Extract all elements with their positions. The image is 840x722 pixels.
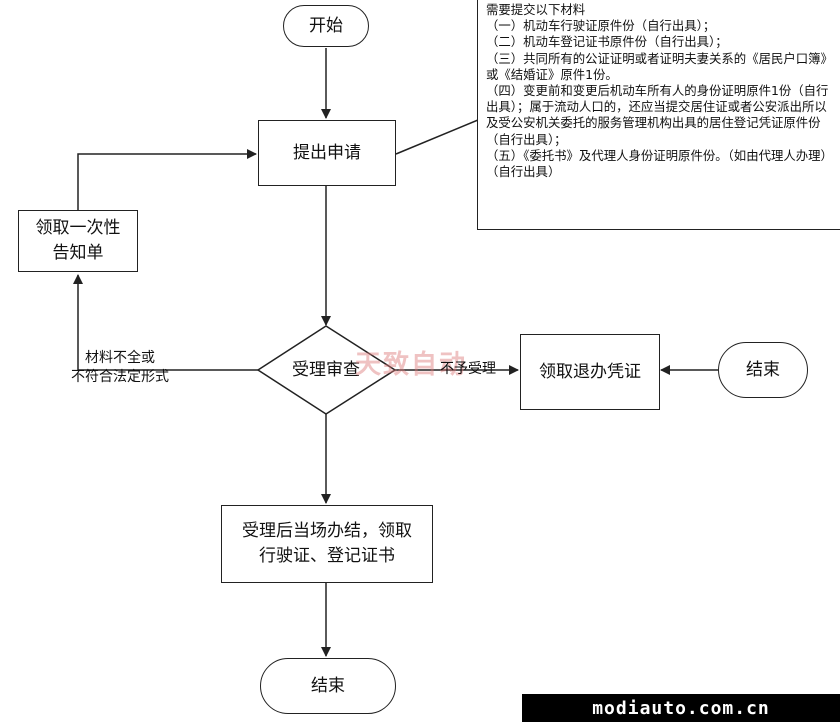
apply-node: 提出申请 — [258, 120, 396, 186]
site-footer-banner: modiauto.com.cn — [522, 694, 840, 722]
arrow-notice-to-apply — [77, 149, 257, 210]
process-node: 受理后当场办结，领取 行驶证、登记证书 — [221, 505, 433, 583]
end-bottom-node: 结束 — [260, 658, 396, 714]
start-label: 开始 — [309, 15, 343, 36]
end-bottom-label: 结束 — [311, 675, 345, 696]
refund-node: 领取退办凭证 — [520, 334, 660, 410]
end-right-node: 结束 — [718, 342, 808, 398]
notice-label: 领取一次性 告知单 — [35, 218, 121, 263]
refund-label: 领取退办凭证 — [539, 361, 641, 382]
apply-label: 提出申请 — [293, 142, 361, 163]
incomplete-edge-label: 材料不全或 不符合法定形式 — [71, 350, 169, 385]
start-node: 开始 — [283, 5, 369, 47]
review-node-label-wrap: 受理审查 — [270, 355, 382, 385]
materials-item-2: （二）机动车登记证书原件份（自行出具）； — [486, 34, 728, 50]
callout-line — [395, 114, 491, 155]
materials-item-3: （三）共同所有的公证证明或者证明夫妻关系的《居民户口簿》或《结婚证》原件1份。 — [486, 50, 833, 82]
end-right-label: 结束 — [746, 359, 780, 380]
watermark-text: 天致自动 — [355, 350, 468, 380]
materials-callout: 需要提交以下材料 （一）机动车行驶证原件份（自行出具）； （二）机动车登记证书原… — [477, 0, 840, 230]
arrow-review-to-notice — [73, 274, 258, 371]
materials-item-5: （五）《委托书》及代理人身份证明原件份。（如由代理人办理）（自行出具） — [486, 147, 833, 180]
notice-node: 领取一次性 告知单 — [18, 210, 138, 272]
materials-item-1: （一）机动车行驶证原件份（自行出具）； — [486, 18, 716, 34]
review-label: 受理审查 — [292, 359, 360, 380]
process-label: 受理后当场办结，领取 行驶证、登记证书 — [242, 521, 412, 566]
review-diamond — [256, 325, 397, 415]
materials-item-4: （四）变更前和变更后机动车所有人的身份证明原件1份（自行出具）；属于流动人口的，… — [486, 83, 829, 147]
reject-edge-label: 不予受理 — [440, 361, 496, 377]
materials-title: 需要提交以下材料 — [486, 2, 586, 17]
